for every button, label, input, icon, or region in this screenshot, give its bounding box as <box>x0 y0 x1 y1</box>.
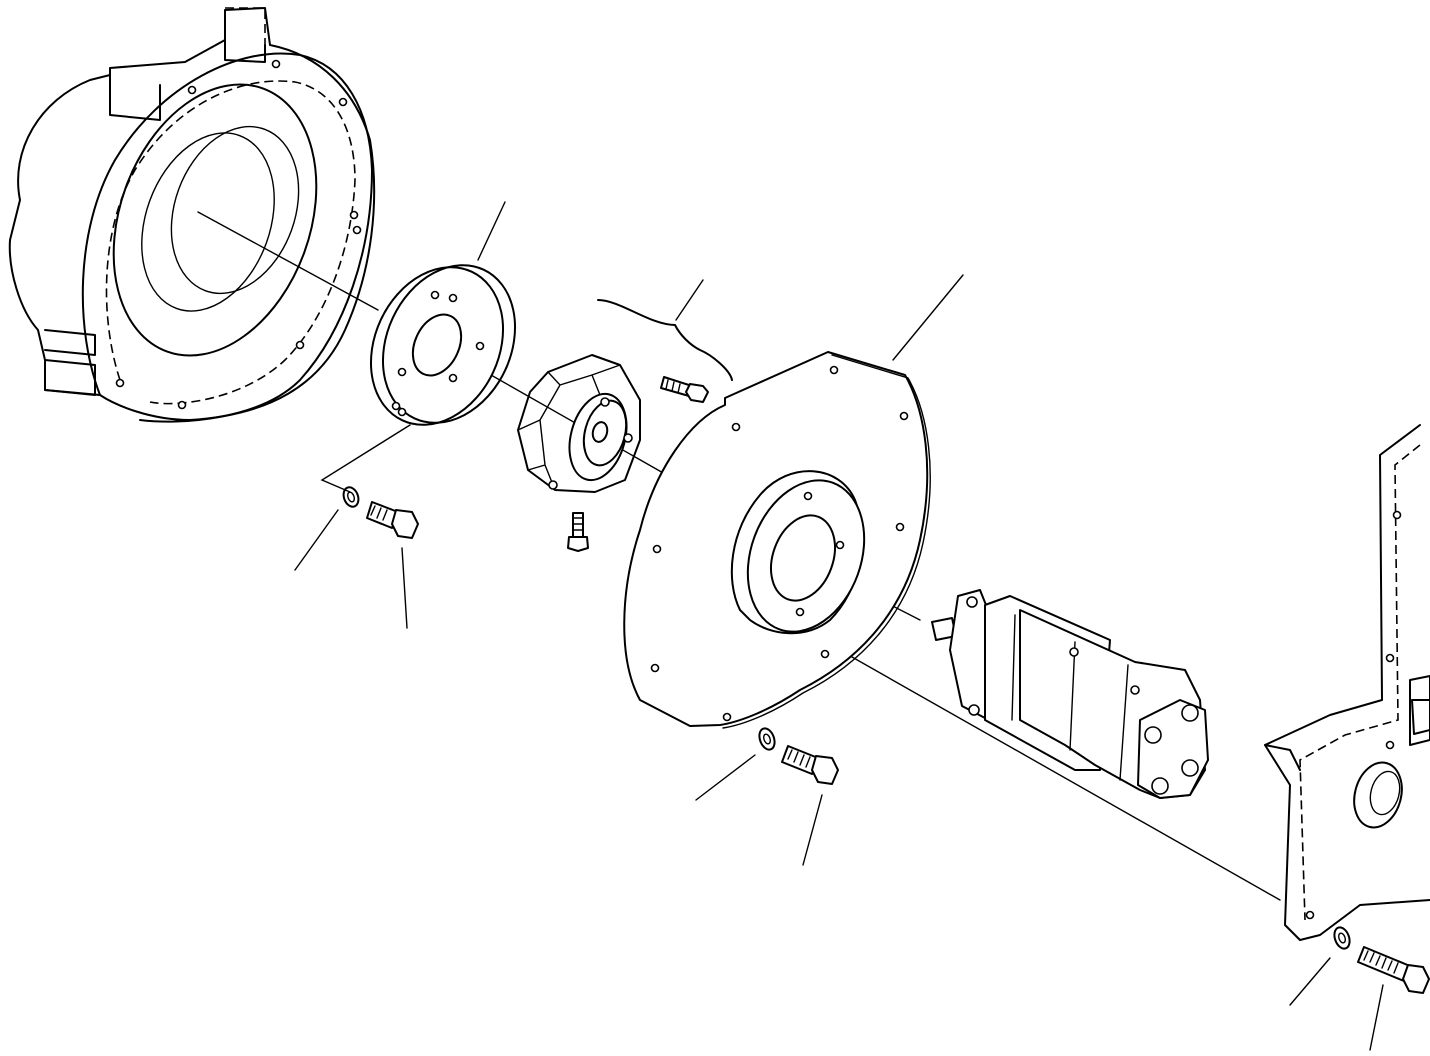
bolt-right <box>1357 946 1430 994</box>
leader-line <box>675 279 704 321</box>
leader-line <box>695 754 756 801</box>
flywheel-housing <box>8 7 376 423</box>
leader-line <box>477 201 506 261</box>
leader-line <box>892 274 964 361</box>
leader-line <box>294 509 339 571</box>
bolt-middle <box>781 745 839 785</box>
coupling-screw-top <box>660 376 709 403</box>
mounting-plate <box>623 274 964 729</box>
leader-line <box>802 794 823 866</box>
leader-line <box>1369 984 1384 1051</box>
assembly-brace <box>597 299 733 381</box>
coupling-screw-bottom <box>567 512 589 552</box>
engine-block <box>1264 424 1430 941</box>
hydraulic-pump <box>931 589 1209 799</box>
leader-line <box>1289 957 1331 1006</box>
leader-line <box>401 547 408 629</box>
adapter-plate <box>369 264 517 426</box>
coupling-assembly <box>517 279 733 493</box>
washer-right <box>1333 926 1351 950</box>
washer-middle <box>758 727 776 751</box>
washer-left <box>342 486 360 508</box>
bolt-left <box>366 501 419 539</box>
